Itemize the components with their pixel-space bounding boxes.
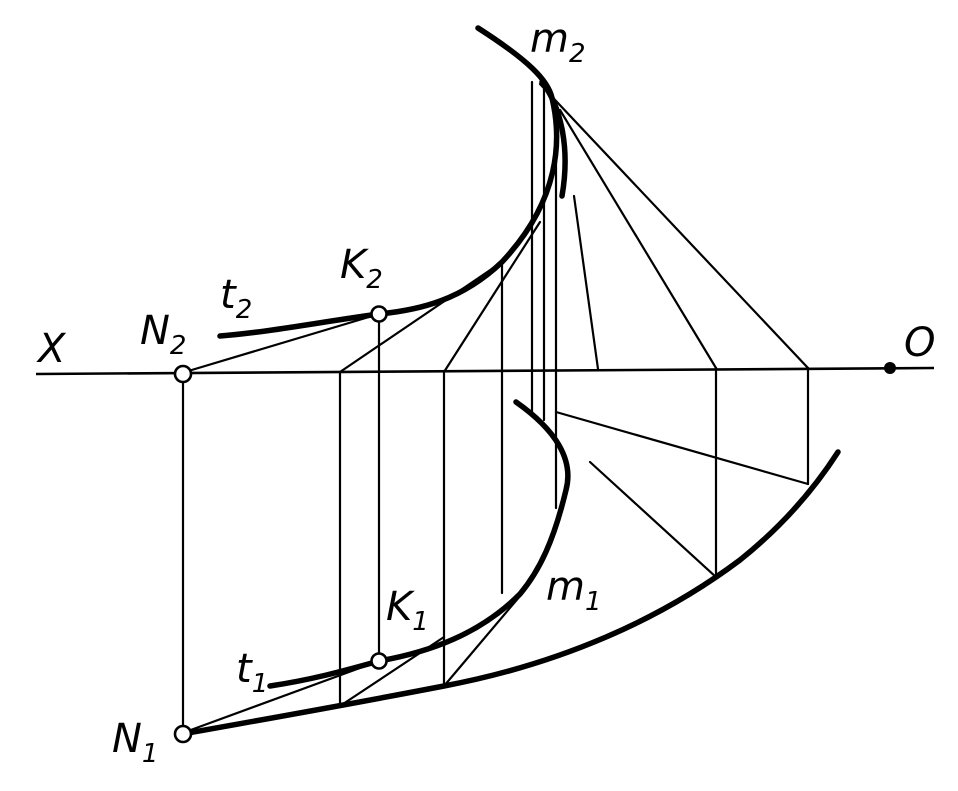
curve-m2-outer [217, 25, 560, 339]
label-m1: m1 [546, 564, 602, 617]
label-n2: N2 [140, 308, 186, 361]
upper-line-5 [558, 108, 718, 370]
label-axis-x: X [36, 326, 67, 372]
curve-lower-outer [185, 449, 841, 736]
point-k1 [370, 652, 388, 670]
label-t2: t2 [220, 272, 252, 325]
lower-line-3 [442, 594, 522, 688]
label-m2: m2 [530, 16, 586, 69]
x-axis-line [35, 366, 935, 376]
upper-line-3 [442, 220, 542, 374]
label-axis-o: O [904, 320, 935, 366]
label-t1: t1 [236, 646, 268, 699]
lower-line-4 [588, 460, 718, 579]
curve-m1 [267, 399, 571, 689]
label-k2: K2 [340, 242, 383, 295]
label-n1: N1 [112, 716, 158, 769]
curve-m2-inner [539, 79, 568, 199]
point-n1 [173, 724, 193, 744]
lower-line-5 [554, 410, 810, 486]
upper-line-1 [183, 312, 381, 374]
label-k1: K1 [386, 584, 429, 637]
point-o [884, 362, 896, 374]
lower-line-1 [186, 659, 381, 733]
upper-line-6 [538, 82, 810, 370]
point-n2 [173, 364, 193, 384]
point-k2 [370, 305, 388, 323]
upper-line-4 [572, 194, 600, 371]
